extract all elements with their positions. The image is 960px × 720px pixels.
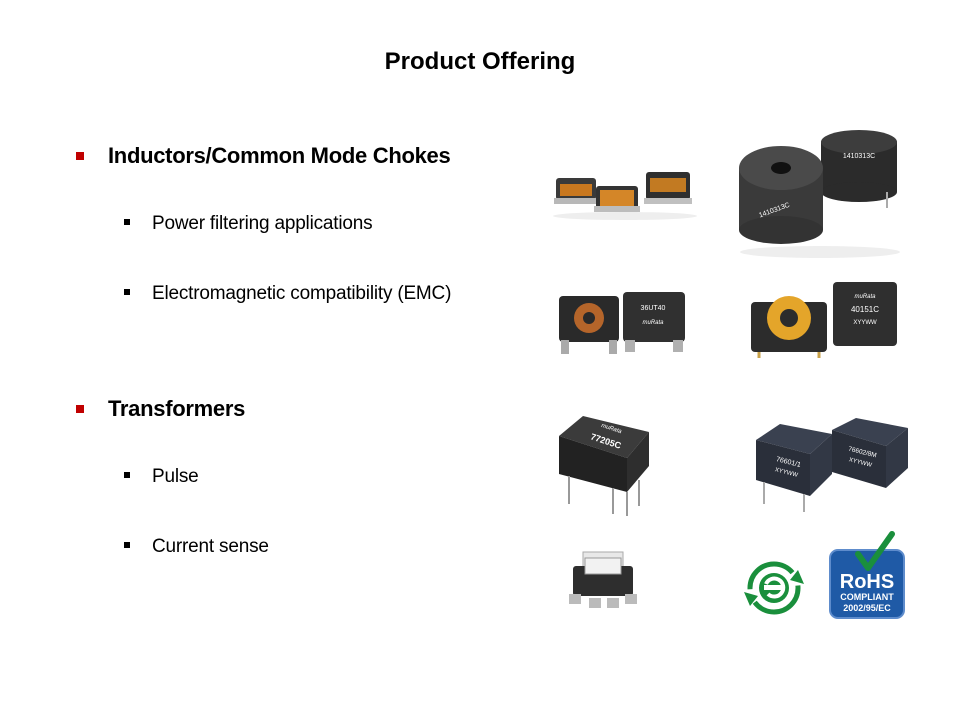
- smd-inductors-image: [550, 160, 700, 220]
- choke2-sub: XYYWW: [853, 320, 877, 326]
- smd-common-mode-chokes-image: 36UT40 muRata: [553, 284, 693, 362]
- rohs-title: RoHS: [840, 571, 894, 593]
- rohs-directive-text: 2002/95/EC: [843, 603, 891, 613]
- item-power-filtering: Power filtering applications: [152, 213, 373, 234]
- pulse-transformer-image: 77205C muRata: [553, 410, 653, 518]
- choke2-brand: muRata: [854, 294, 876, 300]
- square-bullet-icon: [124, 471, 130, 478]
- transformer2-sub: XYYWW: [774, 467, 798, 479]
- bullet-power-filtering: Power filtering applications: [124, 213, 373, 235]
- choke1-brand: muRata: [642, 320, 664, 326]
- choke2-marking: 40151C: [851, 305, 879, 314]
- red-square-bullet-icon: [76, 404, 84, 413]
- bullet-inductors: Inductors/Common Mode Chokes: [76, 143, 451, 169]
- square-bullet-icon: [124, 288, 130, 295]
- green-e-icon: [742, 560, 806, 616]
- transformer3-sub: XYYWW: [848, 457, 872, 469]
- bullet-current-sense: Current sense: [124, 536, 269, 558]
- toroidal-chokes-image: 40151C XYYWW muRata: [745, 276, 905, 360]
- toroid-marking-back: 1410313C: [843, 153, 875, 160]
- square-bullet-icon: [124, 218, 130, 225]
- rohs-compliant-text: COMPLIANT: [840, 592, 894, 602]
- square-bullet-icon: [124, 541, 130, 548]
- heading-inductors: Inductors/Common Mode Chokes: [108, 143, 451, 168]
- rohs-compliant-badge: RoHS COMPLIANT 2002/95/EC: [828, 530, 908, 622]
- item-emc: Electromagnetic compatibility (EMC): [152, 283, 452, 304]
- bullet-transformers: Transformers: [76, 396, 245, 422]
- bullet-pulse: Pulse: [124, 466, 199, 488]
- smd-transformers-image: 76601/1 XYYWW 76602/8M XYYWW: [752, 414, 912, 514]
- slide-title: Product Offering: [384, 48, 576, 75]
- choke1-marking: 36UT40: [641, 305, 666, 312]
- item-pulse: Pulse: [152, 466, 199, 487]
- item-current-sense: Current sense: [152, 536, 269, 557]
- toroidal-inductors-image: 1410313C 1410313C: [735, 128, 905, 258]
- bullet-emc: Electromagnetic compatibility (EMC): [124, 283, 451, 305]
- heading-transformers: Transformers: [108, 396, 246, 421]
- red-square-bullet-icon: [76, 151, 84, 160]
- current-sense-transformer-image: [565, 548, 641, 620]
